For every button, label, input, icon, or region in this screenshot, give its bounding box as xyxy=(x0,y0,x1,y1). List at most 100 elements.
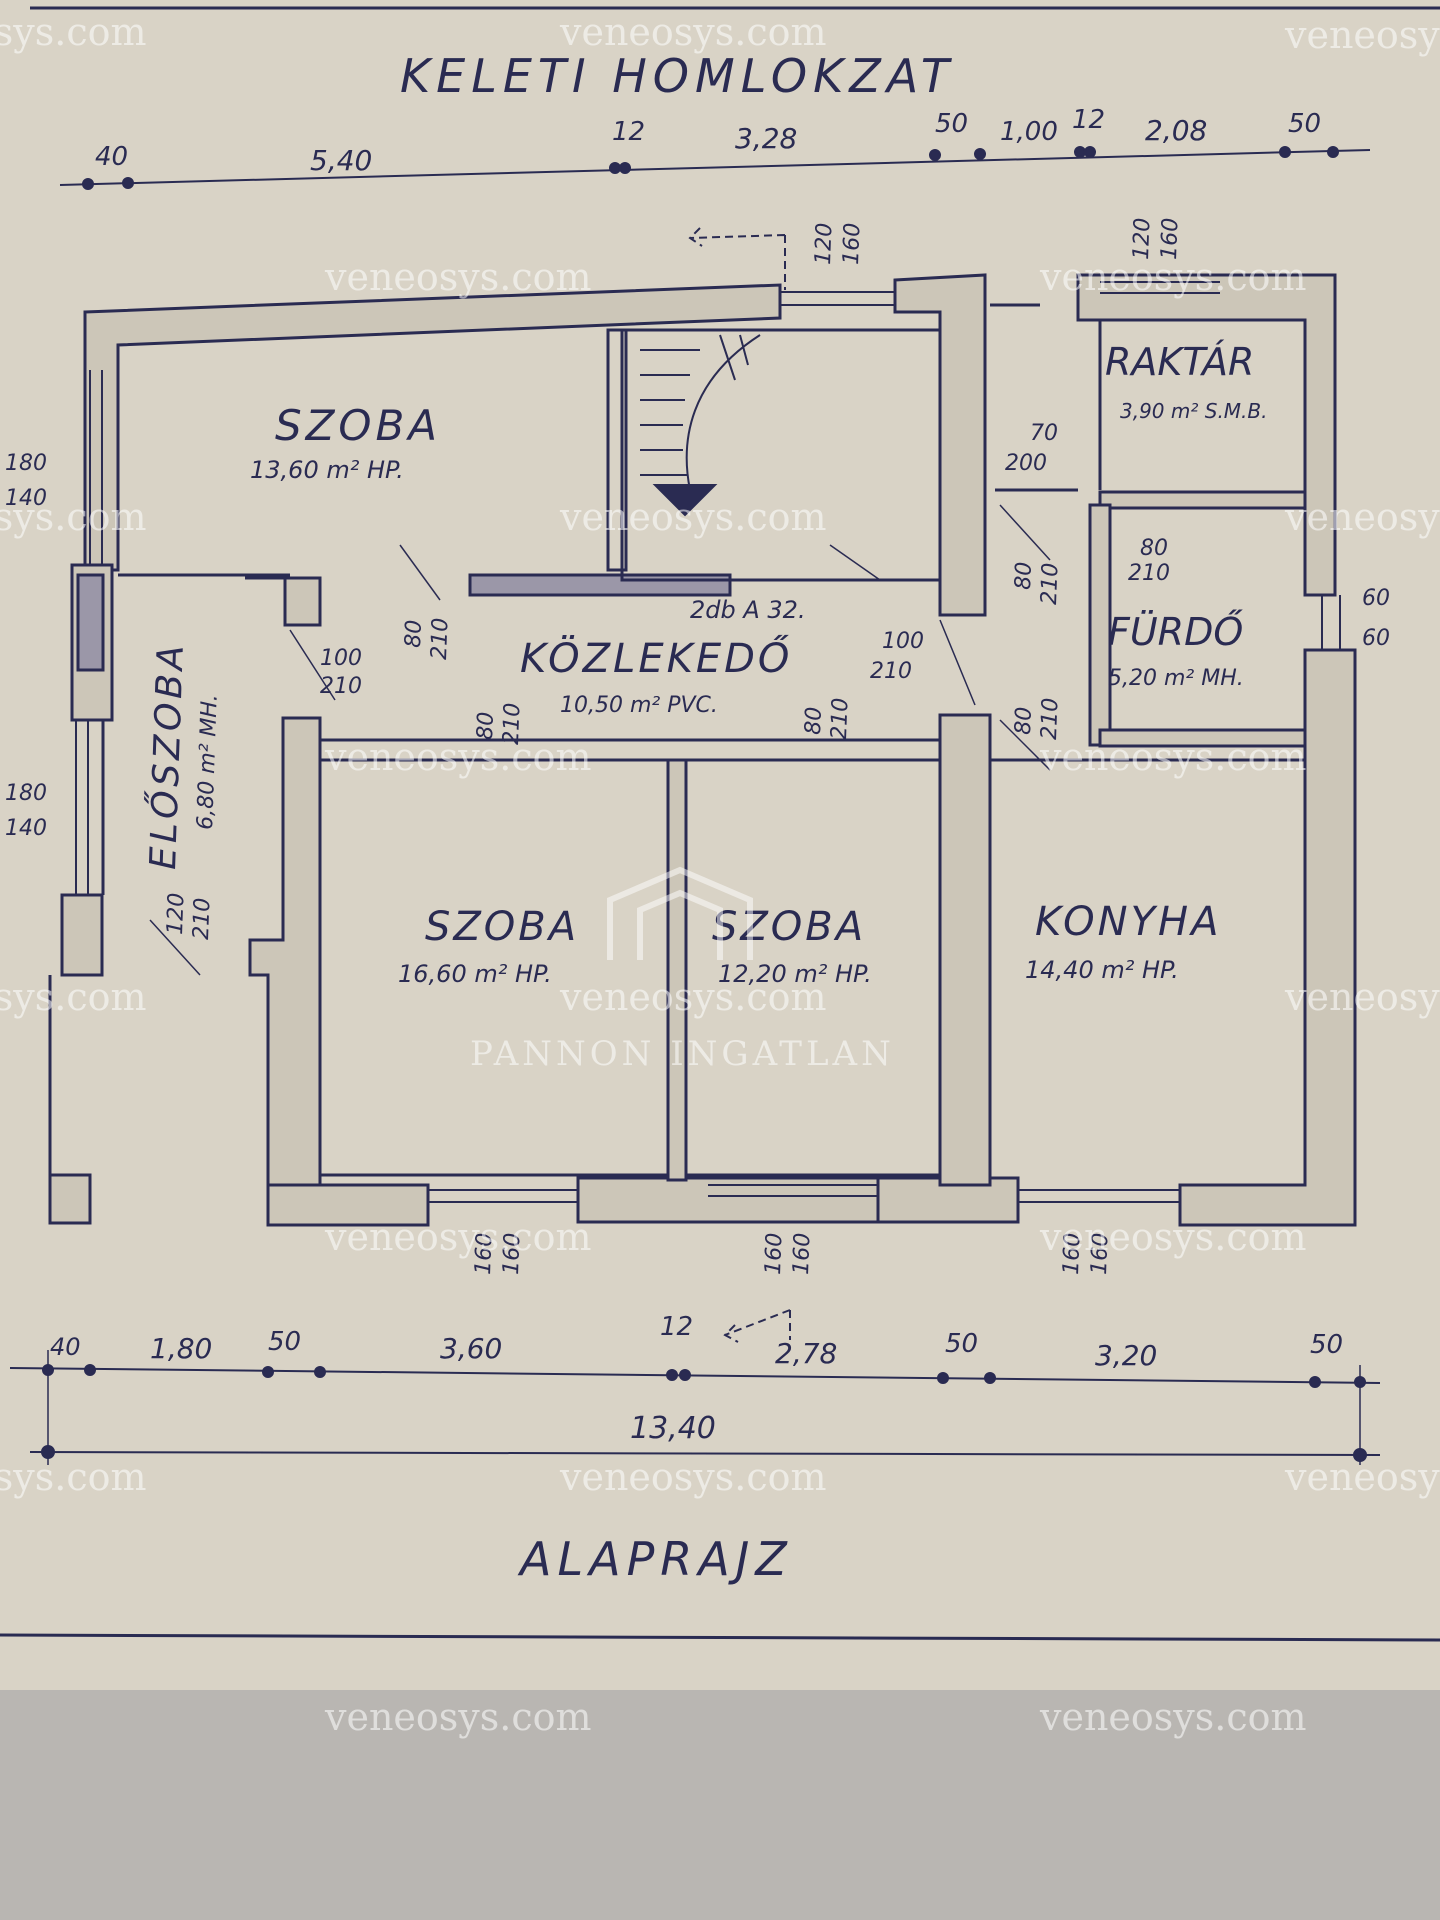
svg-text:veneosys.com: veneosys.com xyxy=(559,495,827,539)
staircase xyxy=(620,328,942,582)
svg-text:160: 160 xyxy=(761,1232,787,1275)
wall-bottom-1 xyxy=(266,1183,430,1227)
svg-text:veneosys.com: veneosys.com xyxy=(1039,1215,1307,1259)
svg-text:40: 40 xyxy=(50,1333,81,1361)
svg-text:5,40: 5,40 xyxy=(310,144,372,177)
room-szoba-top-name: SZOBA xyxy=(275,401,441,450)
svg-text:70: 70 xyxy=(1030,421,1058,446)
svg-text:210: 210 xyxy=(427,617,453,660)
svg-text:60: 60 xyxy=(1362,586,1390,611)
svg-text:3,60: 3,60 xyxy=(440,1332,502,1365)
svg-text:veneosys.com: veneosys.com xyxy=(0,1455,147,1499)
top-dimension-line xyxy=(59,146,1371,190)
svg-text:50: 50 xyxy=(268,1327,301,1357)
svg-text:210: 210 xyxy=(827,697,853,740)
room-eloszoba-name: ELŐSZOBA xyxy=(142,641,192,871)
room-szoba-mid-area: 12,20 m² HP. xyxy=(718,960,872,988)
bottom-dimension-labels: 40 1,80 50 3,60 12 2,78 50 3,20 50 13,40 xyxy=(50,1312,1343,1446)
svg-text:80: 80 xyxy=(1011,706,1037,735)
wall-eloszoba-right xyxy=(245,576,322,627)
room-kozlekedo-name: KÖZLEKEDŐ xyxy=(520,633,792,682)
svg-text:1,00: 1,00 xyxy=(1000,117,1058,147)
paper-frame xyxy=(0,6,1440,1642)
room-outlines xyxy=(48,303,1307,1185)
wall-partition-konyha xyxy=(938,713,992,1187)
svg-text:1,80: 1,80 xyxy=(150,1332,212,1365)
svg-text:40: 40 xyxy=(95,142,128,172)
svg-text:140: 140 xyxy=(5,816,47,841)
svg-text:180: 180 xyxy=(5,451,47,476)
svg-text:veneosys.com: veneosys.com xyxy=(1039,1695,1307,1739)
svg-text:veneosys.com: veneosys.com xyxy=(1284,495,1440,539)
svg-text:3,20: 3,20 xyxy=(1095,1339,1157,1372)
title-alaprajz: ALAPRAJZ xyxy=(517,1532,793,1586)
wall-stair-hatch xyxy=(468,573,732,597)
room-konyha-area: 14,40 m² HP. xyxy=(1025,956,1179,984)
svg-text:80: 80 xyxy=(401,619,427,648)
svg-text:50: 50 xyxy=(945,1329,978,1359)
room-szoba-mid-name: SZOBA xyxy=(712,904,866,950)
svg-text:200: 200 xyxy=(1005,451,1047,476)
svg-text:12: 12 xyxy=(1072,105,1105,135)
svg-text:veneosys.com: veneosys.com xyxy=(324,255,592,299)
room-szoba-left-area: 16,60 m² HP. xyxy=(398,960,552,988)
svg-text:veneosys.com: veneosys.com xyxy=(559,10,827,54)
svg-text:120: 120 xyxy=(163,892,189,935)
room-szoba-top-area: 13,60 m² HP. xyxy=(250,456,404,484)
bottom-dimension-line xyxy=(9,1350,1381,1465)
svg-text:50: 50 xyxy=(1288,109,1321,139)
svg-text:210: 210 xyxy=(1037,697,1063,740)
total-dimension: 13,40 xyxy=(630,1411,716,1446)
room-raktar-name: RAKTÁR xyxy=(1105,340,1254,384)
svg-text:PANNON INGATLAN: PANNON INGATLAN xyxy=(470,1034,895,1074)
svg-text:100: 100 xyxy=(320,646,362,671)
windows xyxy=(75,281,1341,1203)
svg-text:80: 80 xyxy=(1011,561,1037,590)
room-eloszoba-area: 6,80 m² MH. xyxy=(193,694,223,831)
wall-left-hatch xyxy=(76,573,105,672)
svg-text:210: 210 xyxy=(1128,561,1170,586)
svg-text:210: 210 xyxy=(870,659,912,684)
room-kozlekedo-area: 10,50 m² PVC. xyxy=(560,693,718,718)
svg-text:80: 80 xyxy=(473,711,499,740)
svg-text:veneosys.com: veneosys.com xyxy=(559,1455,827,1499)
svg-text:160: 160 xyxy=(1059,1232,1085,1275)
svg-text:100: 100 xyxy=(882,629,924,654)
svg-text:veneosys.com: veneosys.com xyxy=(1039,255,1307,299)
svg-text:veneosys.com: veneosys.com xyxy=(0,975,147,1019)
svg-text:210: 210 xyxy=(1037,562,1063,605)
svg-text:veneosys.com: veneosys.com xyxy=(0,495,147,539)
wall-corner-bottom-left xyxy=(48,1173,92,1225)
brand-logo-icon xyxy=(607,866,753,960)
svg-text:80: 80 xyxy=(801,706,827,735)
door-swings xyxy=(149,504,1051,976)
room-furdo-area: 5,20 m² MH. xyxy=(1108,666,1244,691)
svg-text:veneosys.com: veneosys.com xyxy=(324,1215,592,1259)
svg-text:veneosys.com: veneosys.com xyxy=(1039,735,1307,779)
svg-text:160: 160 xyxy=(1087,1232,1113,1275)
wall-eloszoba-left-bottom xyxy=(60,893,104,977)
window-labels: 120 160 120 160 60 60 180 140 180 140 16… xyxy=(5,217,1390,1275)
room-szoba-left-name: SZOBA xyxy=(425,904,579,950)
svg-text:160: 160 xyxy=(839,222,865,265)
stair-note: 2db A 32. xyxy=(690,596,806,624)
wall-raktar-bottom xyxy=(1098,490,1307,510)
door-labels: 100 210 80 210 100 210 80 210 80 210 80 … xyxy=(163,421,1170,940)
svg-text:veneosys.com: veneosys.com xyxy=(324,1695,592,1739)
svg-text:12: 12 xyxy=(612,117,645,147)
svg-text:veneosys.com: veneosys.com xyxy=(324,735,592,779)
wall-furdo-left xyxy=(1088,503,1112,747)
svg-text:120: 120 xyxy=(811,222,837,265)
svg-text:2,08: 2,08 xyxy=(1145,114,1207,147)
room-konyha-name: KONYHA xyxy=(1035,899,1221,945)
top-dimension-labels: 40 5,40 12 3,28 50 1,00 12 2,08 50 xyxy=(95,105,1321,177)
svg-text:160: 160 xyxy=(499,1232,525,1275)
svg-text:veneosys.com: veneosys.com xyxy=(559,975,827,1019)
svg-text:210: 210 xyxy=(499,702,525,745)
svg-text:veneosys.com: veneosys.com xyxy=(1284,13,1440,57)
svg-text:60: 60 xyxy=(1362,626,1390,651)
arrow-bottom xyxy=(723,1309,791,1343)
svg-text:180: 180 xyxy=(5,781,47,806)
svg-text:veneosys.com: veneosys.com xyxy=(0,10,147,54)
svg-text:12: 12 xyxy=(660,1312,693,1342)
